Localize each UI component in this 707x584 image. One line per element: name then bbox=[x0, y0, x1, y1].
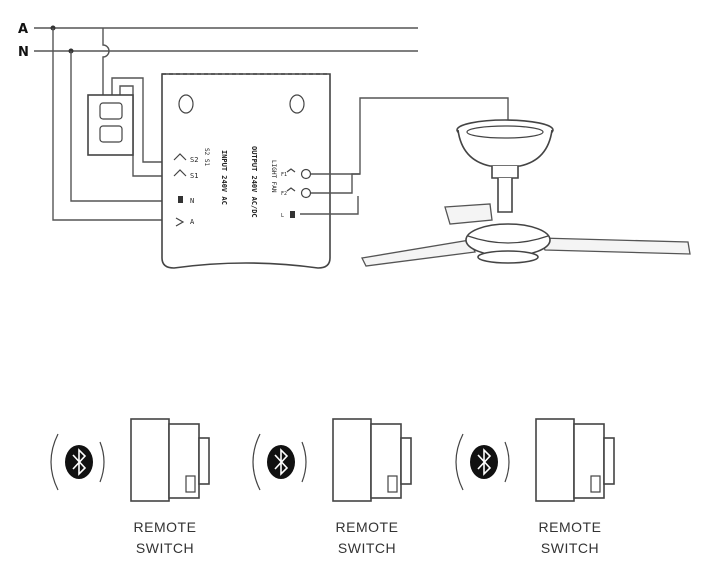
remote-label-line2: SWITCH bbox=[541, 540, 599, 556]
wall-switch bbox=[87, 94, 134, 156]
output-side-label: LIGHT FAN bbox=[270, 160, 277, 193]
input-terminal-block: S2 S1 N A bbox=[173, 153, 198, 227]
remote-label-line1: REMOTE bbox=[336, 519, 399, 535]
bluetooth-icon bbox=[470, 445, 498, 479]
ceiling-fan bbox=[361, 119, 691, 267]
input-side-label: S2 S1 bbox=[203, 148, 210, 166]
remote-label-line1: REMOTE bbox=[134, 519, 197, 535]
terminal-f1: F1 bbox=[281, 172, 287, 178]
terminal-n: N bbox=[190, 197, 194, 205]
terminal-s2: S2 bbox=[190, 156, 198, 164]
output-terminal-block: F1 F2 L bbox=[281, 168, 312, 219]
terminal-l: L bbox=[281, 213, 284, 219]
remote-switch-1: REMOTE SWITCH bbox=[50, 418, 210, 556]
remote-switch-2: REMOTE SWITCH bbox=[252, 418, 412, 556]
bluetooth-icon bbox=[267, 445, 295, 479]
remote-label-line2: SWITCH bbox=[338, 540, 396, 556]
input-rating-text: INPUT 240V AC bbox=[220, 150, 228, 205]
fan-wires bbox=[300, 97, 509, 215]
line-a-label: A bbox=[18, 22, 28, 37]
terminal-s1: S1 bbox=[190, 172, 198, 180]
remote-label-line2: SWITCH bbox=[136, 540, 194, 556]
remote-label-line1: REMOTE bbox=[539, 519, 602, 535]
bluetooth-icon bbox=[65, 445, 93, 479]
supply-wires bbox=[34, 25, 418, 221]
remote-switch-3: REMOTE SWITCH bbox=[455, 418, 615, 556]
output-rating-text: OUTPUT 240V AC/DC bbox=[250, 146, 258, 218]
terminal-f2: F2 bbox=[281, 191, 287, 197]
terminal-a: A bbox=[190, 218, 195, 226]
line-n-label: N bbox=[18, 45, 29, 60]
controller-module: S2 S1 N A INPUT 240V AC S2 S1 OUTPUT 240… bbox=[161, 73, 331, 269]
